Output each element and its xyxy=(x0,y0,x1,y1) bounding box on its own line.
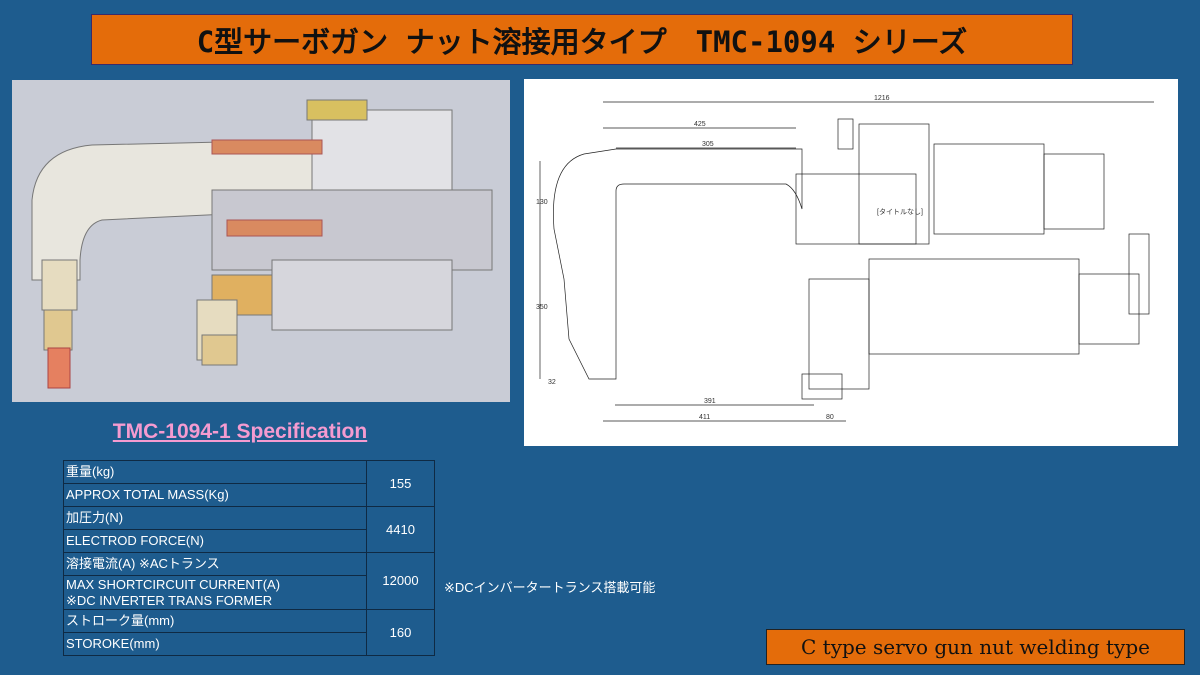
table-row: APPROX TOTAL MASS(Kg) xyxy=(63,483,435,507)
spec-value: 155 xyxy=(366,460,435,507)
table-row: STOROKE(mm) xyxy=(63,632,435,656)
spec-value: 160 xyxy=(366,609,435,656)
spec-title: TMC-1094-1 Specification xyxy=(112,420,368,443)
dim-350: 350 xyxy=(536,304,548,311)
table-row: MAX SHORTCIRCUIT CURRENT(A)※DC INVERTER … xyxy=(63,575,435,610)
spec-label-jp: ストローク量(mm) xyxy=(63,609,367,633)
product-3d-image xyxy=(12,80,510,402)
drawing-tag: [タイトルなし] xyxy=(877,207,923,216)
page-title: C型サーボガン ナット溶接用タイプ TMC-1094 シリーズ xyxy=(91,14,1073,65)
spec-note: ※DCインバータートランス搭載可能 xyxy=(444,580,656,595)
table-row: ELECTROD FORCE(N) xyxy=(63,529,435,553)
dim-80: 80 xyxy=(826,414,834,421)
table-row: 重量(kg)155 xyxy=(63,460,435,507)
dim-32: 32 xyxy=(548,379,556,386)
dim-411: 411 xyxy=(699,414,710,421)
technical-drawing: 1216 425 305 130 350 391 411 80 32 [タイトル… xyxy=(524,79,1178,446)
table-row: ストローク量(mm)160 xyxy=(63,609,435,656)
spec-label-jp: 加圧力(N) xyxy=(63,506,367,530)
dim-305: 305 xyxy=(702,141,714,148)
spec-label-en: APPROX TOTAL MASS(Kg) xyxy=(63,483,367,507)
dim-425: 425 xyxy=(694,121,706,128)
dim-130: 130 xyxy=(536,199,548,206)
dim-391: 391 xyxy=(704,398,716,405)
table-row: 加圧力(N)4410 xyxy=(63,506,435,553)
spec-label-en-line1: MAX SHORTCIRCUIT CURRENT(A) xyxy=(66,576,281,592)
spec-label-en-line2: ※DC INVERTER TRANS FORMER xyxy=(66,592,273,608)
spec-label-jp: 重量(kg) xyxy=(63,460,367,484)
spec-label-jp: 溶接電流(A) ※ACトランス xyxy=(63,552,367,576)
spec-label-en: ELECTROD FORCE(N) xyxy=(63,529,367,553)
spec-value: 4410 xyxy=(366,506,435,553)
spec-value: 12000 xyxy=(366,552,435,610)
dim-1216: 1216 xyxy=(874,95,890,102)
spec-label-en: STOROKE(mm) xyxy=(63,632,367,656)
footer-caption: C type servo gun nut welding type xyxy=(766,629,1185,665)
spec-table: 重量(kg)155 APPROX TOTAL MASS(Kg) 加圧力(N)44… xyxy=(63,460,435,656)
spec-label-en: MAX SHORTCIRCUIT CURRENT(A)※DC INVERTER … xyxy=(63,575,367,610)
